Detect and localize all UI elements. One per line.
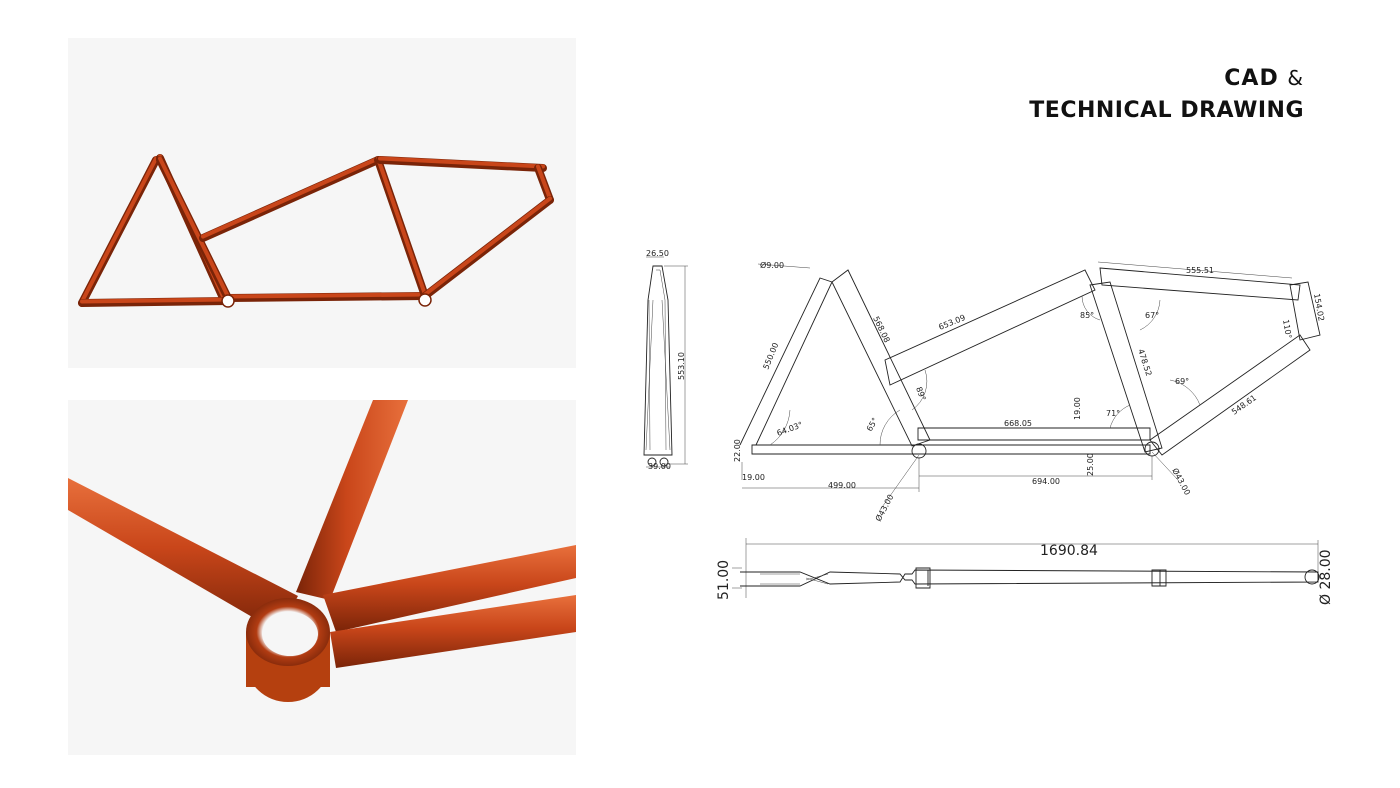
dim-angle-a: 64.03°: [776, 420, 804, 438]
frame-tube-highlight-top-tube-rear: [201, 156, 380, 239]
cad-frame-render: [68, 38, 576, 368]
page-heading: CAD & TECHNICAL DRAWING: [1029, 62, 1304, 127]
dim-angle-f: 71°: [1106, 409, 1120, 418]
frame-tube-highlight-seat-tube: [158, 156, 230, 299]
closeup-lower-right-tube: [330, 595, 576, 668]
dim-hole-dia: Ø9.00: [760, 260, 784, 270]
dim-angle-h: 110°: [1281, 319, 1293, 340]
dim-seattube: 568.08: [871, 315, 891, 344]
frame-render-svg: [78, 154, 554, 308]
top-view-drawing: [732, 538, 1320, 598]
frame-tube-highlight-chainstay: [80, 297, 230, 304]
dim-overall-width: 51.00: [716, 560, 732, 600]
closeup-top-right-tube: [323, 545, 576, 632]
dim-toptube-front: 555.51: [1186, 266, 1214, 275]
dim-angle-b: 65°: [865, 416, 880, 433]
dim-dropout-w: 19.00: [742, 473, 765, 482]
dim-offset-v: 19.00: [1073, 397, 1082, 420]
rear-view-drawing: [643, 256, 688, 468]
frame-tubes: [78, 154, 554, 308]
frame-tube-highlight-down-tube: [423, 196, 552, 297]
closeup-chainstay-tube: [68, 478, 298, 632]
dim-rear-width-bottom: 39.00: [648, 462, 671, 471]
dim-offset-h: 25.00: [1086, 453, 1095, 476]
dim-rear-height: 553.10: [677, 352, 686, 380]
frame-tube-highlight-mid-tube: [376, 156, 427, 297]
dim-dropout-h: 22.00: [733, 439, 742, 462]
heading-amp: &: [1287, 66, 1304, 90]
heading-cad: CAD: [1224, 66, 1279, 91]
dim-rear-center: 499.00: [828, 481, 856, 490]
frame-tube-highlight-head-tube: [536, 164, 552, 201]
closeup-seat-tube: [296, 400, 408, 600]
cad-closeup-render: [68, 400, 576, 755]
side-view-drawing: [739, 261, 1321, 511]
frame-bb-shell-2: [418, 293, 432, 307]
dim-rear-width-top: 26.50: [646, 249, 669, 258]
closeup-render-svg: [68, 400, 576, 702]
closeup-bb-hole: [262, 612, 318, 656]
frame-tube-highlight-lower-main-tube: [226, 292, 427, 299]
dim-toptube-rear: 653.09: [937, 313, 966, 332]
frame-bb-shell-1: [221, 294, 235, 308]
dim-angle-c: 89°: [914, 386, 927, 402]
dim-angle-d: 85°: [1080, 311, 1094, 320]
frame-tube-highlight-top-tube-front: [378, 156, 545, 169]
heading-technical-drawing: TECHNICAL DRAWING: [1029, 98, 1304, 123]
dim-bb-dia-1: Ø43.00: [873, 492, 896, 522]
dim-wheelbase-mid: 694.00: [1032, 477, 1060, 486]
dim-angle-g: 69°: [1175, 377, 1189, 386]
frame-tube-highlight-rear-stay-left: [80, 156, 158, 304]
dim-angle-e: 67°: [1145, 311, 1159, 320]
dim-chainstay-mid: 668.05: [1004, 419, 1032, 428]
dim-tube-dia: Ø 28.00: [1318, 549, 1334, 605]
dim-overall-length: 1690.84: [1040, 543, 1098, 559]
dim-bb-dia-2: Ø43.00: [1170, 466, 1193, 496]
